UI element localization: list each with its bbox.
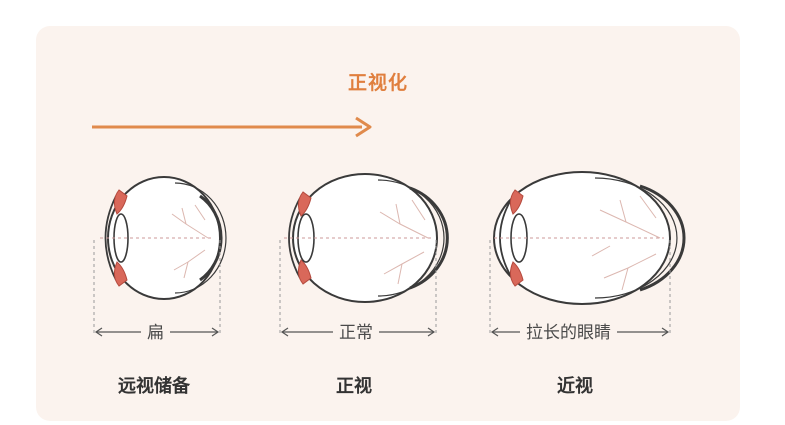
eye-elongated [489,171,686,337]
caption-hyperopia-reserve: 远视储备 [118,376,190,397]
caption-myopia: 近视 [557,376,593,397]
dimension-label-elongated: 拉长的眼睛 [520,318,617,343]
caption-emmetropia: 正视 [336,376,372,397]
eye-normal [279,173,449,337]
dimension-label-normal: 正常 [333,318,379,343]
dimension-label-flat: 扁 [141,318,170,343]
progression-arrow [92,116,372,138]
diagram-title: 正视化 [348,72,409,94]
eye-flat [93,176,227,337]
